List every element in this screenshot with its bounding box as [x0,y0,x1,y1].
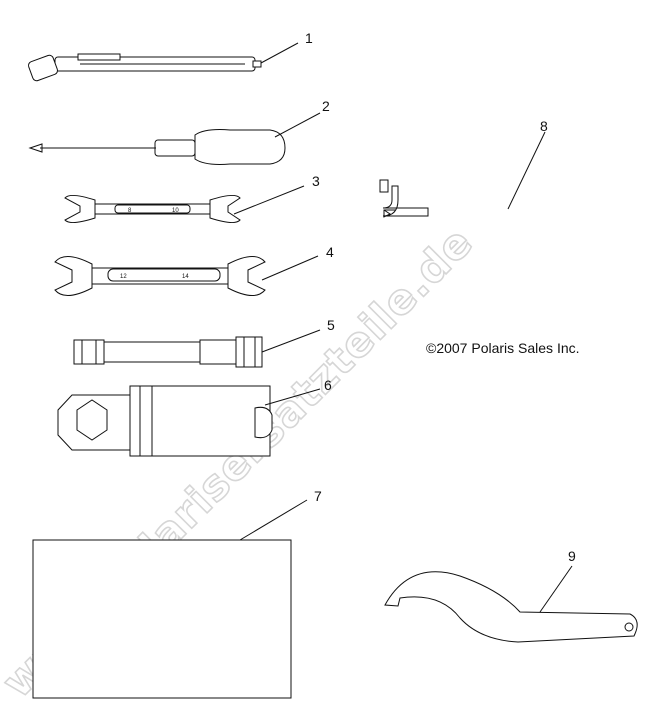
callout-4: 4 [326,244,334,260]
part-7-manual [32,499,308,699]
size-label: 14 [182,274,189,280]
callout-9: 9 [568,548,576,564]
part-5-socket-tool [73,329,321,368]
callout-8: 8 [540,118,548,134]
part-8-hex-key [379,131,546,218]
part-6-plug-wrench [57,385,321,457]
size-label: 8 [128,208,132,214]
callout-2: 2 [322,98,330,114]
size-label: 12 [120,274,127,280]
size-label: 10 [172,208,179,214]
callout-5: 5 [327,317,335,333]
part-2-screwdriver [28,112,321,165]
callout-3: 3 [312,173,320,189]
callout-1: 1 [305,30,313,46]
part-1-pressure-gauge [27,42,299,82]
callout-7: 7 [314,488,322,504]
copyright-text: ©2007 Polaris Sales Inc. [426,340,580,356]
callout-6: 6 [324,377,332,393]
part-9-hook-spanner [384,565,638,643]
part-3-small-wrench: 8 10 [64,185,305,224]
part-4-large-wrench: 12 14 [54,255,319,296]
